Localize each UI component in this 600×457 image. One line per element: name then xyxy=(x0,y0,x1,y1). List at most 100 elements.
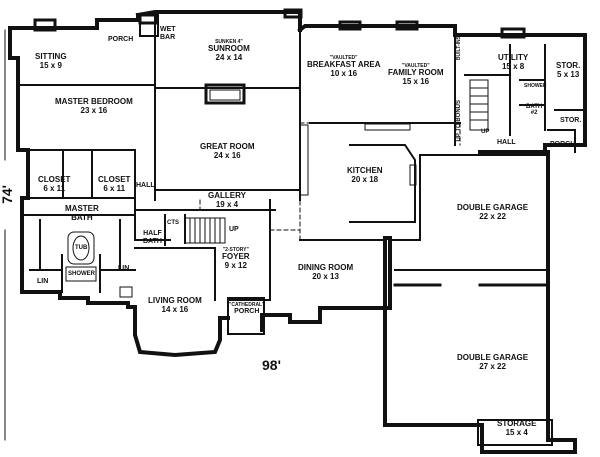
stairs xyxy=(184,79,489,244)
room-size: 6 x 11 xyxy=(103,183,126,193)
room-note: "2-STORY" xyxy=(222,247,249,253)
room-size: 24 x 16 xyxy=(213,150,241,160)
room-name: WET BAR xyxy=(160,26,176,41)
room-name: SUNROOM xyxy=(208,44,250,54)
room-size: 27 x 22 xyxy=(479,361,506,371)
room-family: "VAULTED" FAMILY ROOM 15 x 16 xyxy=(388,63,444,87)
room-garage-bottom: DOUBLE GARAGE 27 x 22 xyxy=(457,353,529,371)
room-stor-small: STOR. xyxy=(560,117,581,125)
room-name: CLOSET xyxy=(38,175,71,184)
room-name: LIN xyxy=(118,265,130,272)
room-name: UP xyxy=(229,226,239,233)
room-up-right: UP xyxy=(481,129,489,135)
room-bath2: BATH #2 xyxy=(526,104,542,117)
room-size: 23 x 16 xyxy=(80,105,108,115)
room-name: BREAKFAST AREA xyxy=(307,60,381,70)
room-closet-right: CLOSET 6 x 11 xyxy=(98,175,131,193)
room-name: DOUBLE GARAGE xyxy=(457,353,529,362)
room-hall-left: HALL xyxy=(136,182,155,190)
room-dining: DINING ROOM 20 x 13 xyxy=(298,263,354,281)
room-shower-left: SHOWER xyxy=(68,271,95,277)
room-name: SHOWER xyxy=(68,271,95,277)
room-size: 19 x 4 xyxy=(215,199,239,209)
room-name: HALL xyxy=(497,139,516,146)
room-note: "VAULTED" xyxy=(329,55,358,61)
room-name: STOR. xyxy=(560,117,582,124)
room-name: BUILT-INS xyxy=(456,36,462,61)
room-size: 24 x 14 xyxy=(215,53,243,63)
room-storage-bottom: STORAGE 15 x 4 xyxy=(497,419,537,437)
room-name: HALL xyxy=(136,182,155,189)
room-size: 22 x 22 xyxy=(479,211,506,221)
exterior-walls xyxy=(8,10,587,454)
room-utility: UTILITY 15 x 8 xyxy=(498,53,529,71)
room-name: PORCH xyxy=(108,36,134,43)
room-name: SHOWER xyxy=(524,83,547,89)
overall-depth-label: 74' xyxy=(0,185,15,204)
room-name: PORCH xyxy=(550,141,576,148)
room-size: BATH xyxy=(71,212,93,222)
room-name: MASTER xyxy=(65,204,99,213)
room-name: UTILITY xyxy=(498,53,529,62)
room-name: GREAT ROOM xyxy=(200,142,255,151)
room-gallery: GALLERY 19 x 4 xyxy=(208,191,246,209)
room-kitchen: KITCHEN 20 x 18 xyxy=(347,166,383,184)
room-size: 20 x 18 xyxy=(351,174,379,184)
room-hall-right: HALL xyxy=(497,139,516,147)
room-built-ins: BUILT-INS xyxy=(456,36,462,61)
room-tub: TUB xyxy=(75,245,87,251)
room-name: STOR. xyxy=(556,61,581,70)
room-size: 14 x 16 xyxy=(161,304,189,314)
room-name: BATH xyxy=(526,104,543,110)
room-great-room: GREAT ROOM 24 x 16 xyxy=(200,142,255,160)
room-sunroom: SUNKEN 4" SUNROOM 24 x 14 xyxy=(208,39,250,63)
interior-walls xyxy=(17,11,586,301)
room-size: #2 xyxy=(530,110,538,117)
fixtures xyxy=(65,89,417,298)
room-name: HALF xyxy=(143,230,162,237)
room-name: CLOSET xyxy=(98,175,131,184)
overall-width-label: 98' xyxy=(262,357,281,373)
room-up-stair: UP xyxy=(229,226,239,234)
room-name: STORAGE xyxy=(497,419,537,428)
room-breakfast: "VAULTED" BREAKFAST AREA 10 x 16 xyxy=(307,55,381,79)
room-size: 15 x 8 xyxy=(501,61,525,71)
room-closet-left: CLOSET 6 x 11 xyxy=(38,175,71,193)
room-size: 10 x 16 xyxy=(330,69,358,79)
room-name: MASTER BEDROOM xyxy=(55,97,133,106)
room-lin-right: LIN xyxy=(118,265,129,273)
room-name: SITTING xyxy=(35,52,67,61)
room-name: LIVING ROOM xyxy=(148,296,202,305)
room-sitting: SITTING 15 x 9 xyxy=(35,52,67,70)
room-name: TUB xyxy=(75,245,88,251)
room-name: CTS xyxy=(167,220,179,226)
room-name: UP TO BONUS xyxy=(456,100,462,142)
room-size: 15 x 4 xyxy=(505,427,528,437)
room-lin-left: LIN xyxy=(37,278,48,286)
room-wet-bar: WET BAR xyxy=(160,26,184,41)
room-master-bath: MASTER BATH xyxy=(65,204,99,222)
room-name: GALLERY xyxy=(208,191,246,200)
room-living: LIVING ROOM 14 x 16 xyxy=(148,296,202,314)
room-name: DOUBLE GARAGE xyxy=(457,203,529,212)
room-note: "CATHEDRAL" xyxy=(229,302,265,308)
room-garage-top: DOUBLE GARAGE 22 x 22 xyxy=(457,203,529,221)
room-master-bedroom: MASTER BEDROOM 23 x 16 xyxy=(55,97,133,115)
room-porch-right: PORCH xyxy=(550,141,575,149)
room-shower-right: SHOWER xyxy=(524,83,547,89)
garage-door-marks xyxy=(393,158,550,412)
room-size: 9 x 12 xyxy=(224,261,247,271)
room-cts: CTS xyxy=(167,220,179,226)
room-name: PORCH xyxy=(234,308,260,316)
room-note: SUNKEN 4" xyxy=(215,39,243,45)
room-name: UP xyxy=(481,129,490,135)
room-note: "VAULTED" xyxy=(401,63,430,69)
room-size: 15 x 16 xyxy=(402,77,430,87)
window-bays xyxy=(33,8,526,105)
room-half-bath: HALF BATH xyxy=(143,230,162,245)
room-foyer: "2-STORY" FOYER 9 x 12 xyxy=(222,247,250,271)
room-name: FOYER xyxy=(222,252,250,262)
room-size: 20 x 13 xyxy=(312,271,339,281)
room-name: DINING ROOM xyxy=(298,263,354,272)
